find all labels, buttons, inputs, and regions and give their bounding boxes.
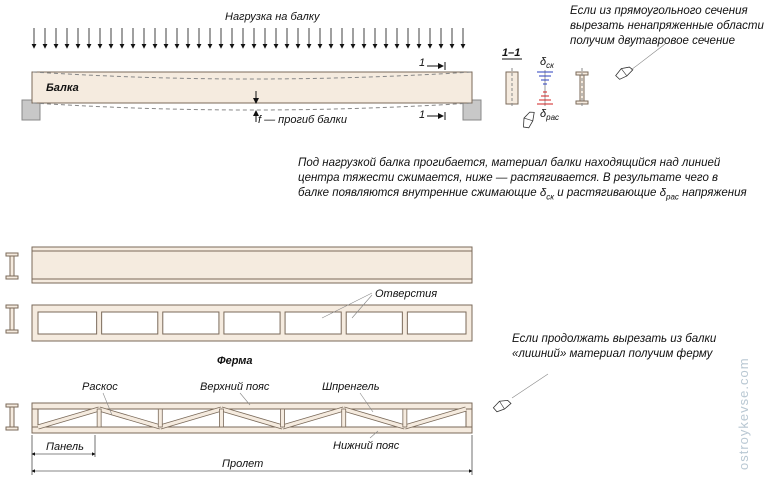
bending-note-text-a: балке появляются внутренние сжимающие δ <box>298 187 547 199</box>
strut-label: Шпренгель <box>322 381 380 393</box>
bending-note-line-2: центра тяжести сжимается, ниже — растяги… <box>298 172 719 184</box>
watermark: ostroykevse.com <box>736 357 751 470</box>
sigma-compression-label: δск <box>540 56 555 70</box>
distributed-load-arrows <box>31 28 466 49</box>
section-mark-bottom: 1 <box>419 109 425 121</box>
ibeam-note-line-3: получим двутавровое сечение <box>570 35 736 47</box>
stress-diagram <box>537 70 553 106</box>
pointing-hand-icon <box>523 111 535 129</box>
span-label: Пролет <box>222 458 263 470</box>
truss-post <box>219 408 224 428</box>
bending-note-line-1: Под нагрузкой балка прогибается, материа… <box>298 157 721 169</box>
top-chord-label: Верхний пояс <box>200 381 270 393</box>
truss-note-line-2: «лишний» материал получим ферму <box>512 348 713 360</box>
truss-diagonal-fill <box>37 407 100 429</box>
diagonal-leader <box>102 392 113 416</box>
ibeam-note: Если из прямоугольного сечения вырезать … <box>570 4 764 49</box>
load-label: Нагрузка на балку <box>225 11 321 23</box>
ibeam-note-line-1: Если из прямоугольного сечения <box>570 5 748 17</box>
pointer-line-2 <box>511 373 549 399</box>
truss-diagonal-fill <box>343 407 406 429</box>
deflected-bottom-line <box>32 102 473 111</box>
end-post-right <box>465 408 473 428</box>
section-mark-top: 1 <box>419 57 425 69</box>
bending-note: Под нагрузкой балка прогибается, материа… <box>298 156 747 204</box>
truss-diagonal-fill <box>282 407 345 429</box>
pointing-hand-icon <box>615 66 634 80</box>
top-chord <box>31 402 473 410</box>
truss <box>31 402 473 434</box>
panel-label: Панель <box>46 441 84 453</box>
hole <box>162 311 220 335</box>
truss-diagonal-fill <box>404 407 467 429</box>
hole <box>406 311 467 335</box>
ibeam-note-line-2: вырезать ненапряженные области <box>570 20 764 32</box>
beam-label: Балка <box>46 82 79 94</box>
solid-i-beam <box>31 246 473 284</box>
bending-note-text-b: и растягивающие δ <box>554 187 667 199</box>
strut-leader <box>359 392 374 413</box>
bending-note-sub-2: рас <box>666 192 679 202</box>
truss-title: Ферма <box>217 355 253 367</box>
bottom-chord-label: Нижний пояс <box>333 440 400 452</box>
deflected-top-line <box>32 71 473 80</box>
truss-note: Если продолжать вырезать из балки «лишни… <box>512 332 716 362</box>
hole <box>223 311 281 335</box>
truss-post <box>157 408 163 428</box>
i-beam-section <box>575 68 589 108</box>
sigma-tension-label: δрас <box>540 108 559 122</box>
hole <box>101 311 159 335</box>
i-beam-section-side-2 <box>5 304 19 334</box>
bottom-chord <box>31 426 473 434</box>
truss-diagonal-fill <box>159 407 222 429</box>
bending-note-line-3: балке появляются внутренние сжимающие δс… <box>298 186 747 204</box>
pointing-hand-icon <box>492 399 512 413</box>
truss-post <box>402 408 408 428</box>
pointer-line-1 <box>630 43 666 71</box>
end-post-left <box>31 408 39 428</box>
i-beam-section-side-3 <box>5 403 19 431</box>
section-title: 1–1 <box>502 47 520 59</box>
truss-diagonal-fill <box>98 407 161 429</box>
truss-diagonal-fill <box>220 407 284 429</box>
diagonal-label: Раскос <box>82 381 118 393</box>
holes-leader-1 <box>321 292 373 319</box>
truss-post <box>96 408 102 428</box>
holes-label: Отверстия <box>375 288 437 300</box>
bending-note-sub-1: ск <box>546 192 555 202</box>
hole <box>37 311 98 335</box>
bending-note-text-c: напряжения <box>678 187 747 199</box>
bottom-chord-leader <box>369 430 379 439</box>
truss-note-line-1: Если продолжать вырезать из балки <box>512 333 717 345</box>
holes-leader-2 <box>351 294 373 319</box>
hole <box>284 311 342 335</box>
holes-group <box>37 311 467 335</box>
beam <box>31 71 473 104</box>
i-beam-section-side <box>5 252 19 280</box>
truss-post <box>280 408 285 428</box>
left-support <box>21 99 41 121</box>
hole <box>345 311 403 335</box>
deflection-label: f — прогиб балки <box>258 114 347 126</box>
truss-post <box>341 408 347 428</box>
top-chord-leader <box>239 392 251 406</box>
